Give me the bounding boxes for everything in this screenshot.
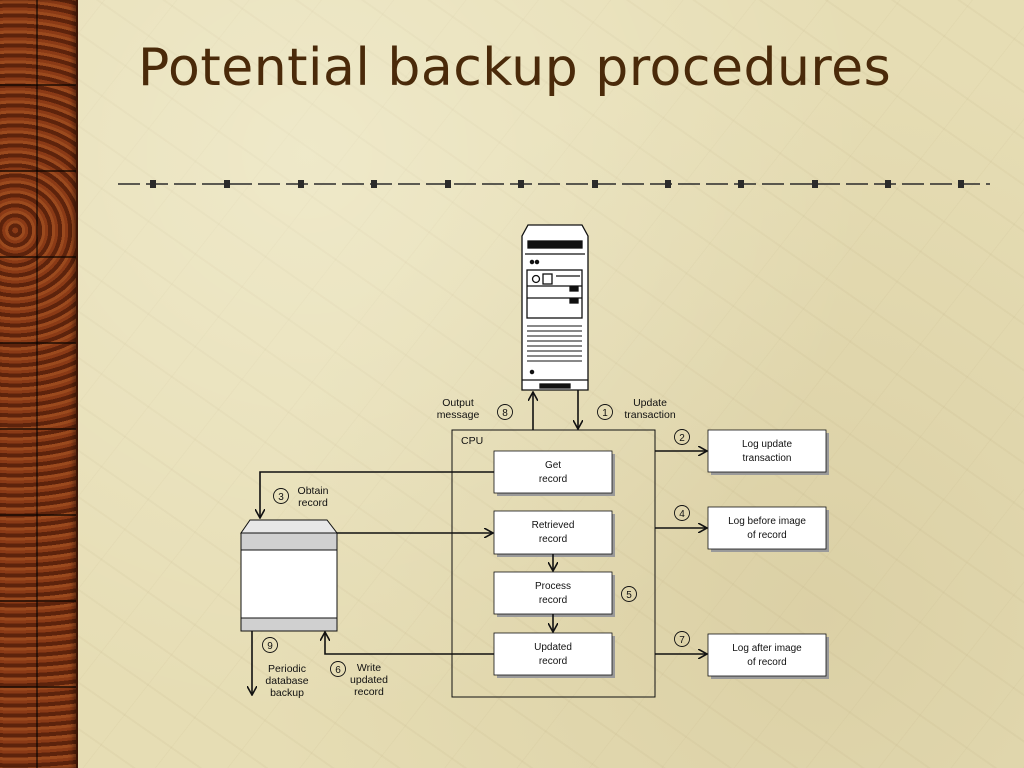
step-7-number: 7: [679, 635, 685, 646]
step-9-number: 9: [267, 641, 273, 652]
retrieved-record-line2: record: [539, 534, 567, 545]
step-6-number: 6: [335, 665, 341, 676]
get-record-box: Get record: [493, 450, 615, 496]
step-8-label-line2: message: [437, 409, 480, 421]
step-1-label-line2: transaction: [624, 409, 676, 421]
log-after-line1: Log after image: [732, 643, 802, 654]
step-6-label-line3: record: [354, 686, 384, 698]
log-update-line2: transaction: [743, 453, 792, 464]
get-record-line1: Get: [545, 460, 561, 471]
step-1-number: 1: [602, 408, 608, 419]
updated-record-line1: Updated: [534, 642, 572, 653]
title-divider: [118, 180, 990, 188]
step-5-circle: [621, 586, 637, 602]
updated-record-line2: record: [539, 656, 567, 667]
step-9-label-line3: backup: [270, 687, 304, 699]
step-3-label-line1: Obtain: [298, 485, 329, 497]
terminal-icon: [521, 224, 589, 391]
step-3-circle: [273, 488, 289, 504]
leather-sidebar: [0, 0, 78, 768]
step-9-label-line1: Periodic: [268, 663, 306, 675]
step-4-number: 4: [679, 509, 685, 520]
cpu-frame: [451, 429, 656, 698]
retrieved-record-box: Retrieved record: [493, 510, 615, 557]
step-9-label-line2: database: [265, 675, 308, 687]
process-record-line2: record: [539, 595, 567, 606]
process-record-box: Process record: [493, 571, 615, 617]
arrow-write-updated: [325, 633, 494, 655]
step-7-circle: [674, 631, 690, 647]
log-after-image-box: Log after image of record: [707, 633, 829, 679]
retrieved-record-line1: Retrieved: [532, 520, 575, 531]
step-8-circle: [497, 404, 513, 420]
step-5-number: 5: [626, 590, 632, 601]
log-after-line2: of record: [747, 657, 786, 668]
step-6-label-line2: updated: [350, 674, 388, 686]
step-4-circle: [674, 505, 690, 521]
log-before-image-box: Log before image of record: [707, 506, 829, 552]
step-6-label-line1: Write: [357, 662, 381, 674]
updated-record-box: Updated record: [493, 632, 615, 678]
step-3-number: 3: [278, 492, 284, 503]
step-1-label-line1: Update: [633, 397, 667, 409]
page-title: Potential backup procedures: [138, 38, 892, 98]
log-before-line1: Log before image: [728, 516, 806, 527]
log-before-line2: of record: [747, 530, 786, 541]
step-2-circle: [674, 429, 690, 445]
process-record-line1: Process: [535, 581, 571, 592]
step-8-label-line1: Output: [442, 397, 474, 409]
step-8-number: 8: [502, 408, 508, 419]
step-9-circle: [262, 637, 278, 653]
cpu-label: CPU: [461, 435, 483, 447]
log-update-line1: Log update: [742, 439, 792, 450]
step-3-label-line2: record: [298, 497, 328, 509]
log-update-transaction-box: Log update transaction: [707, 429, 829, 475]
get-record-line2: record: [539, 474, 567, 485]
database-cylinder-icon: [240, 519, 339, 632]
arrow-obtain-record: [260, 471, 494, 517]
step-1-circle: [597, 404, 613, 420]
step-2-number: 2: [679, 433, 685, 444]
step-6-circle: [330, 661, 346, 677]
